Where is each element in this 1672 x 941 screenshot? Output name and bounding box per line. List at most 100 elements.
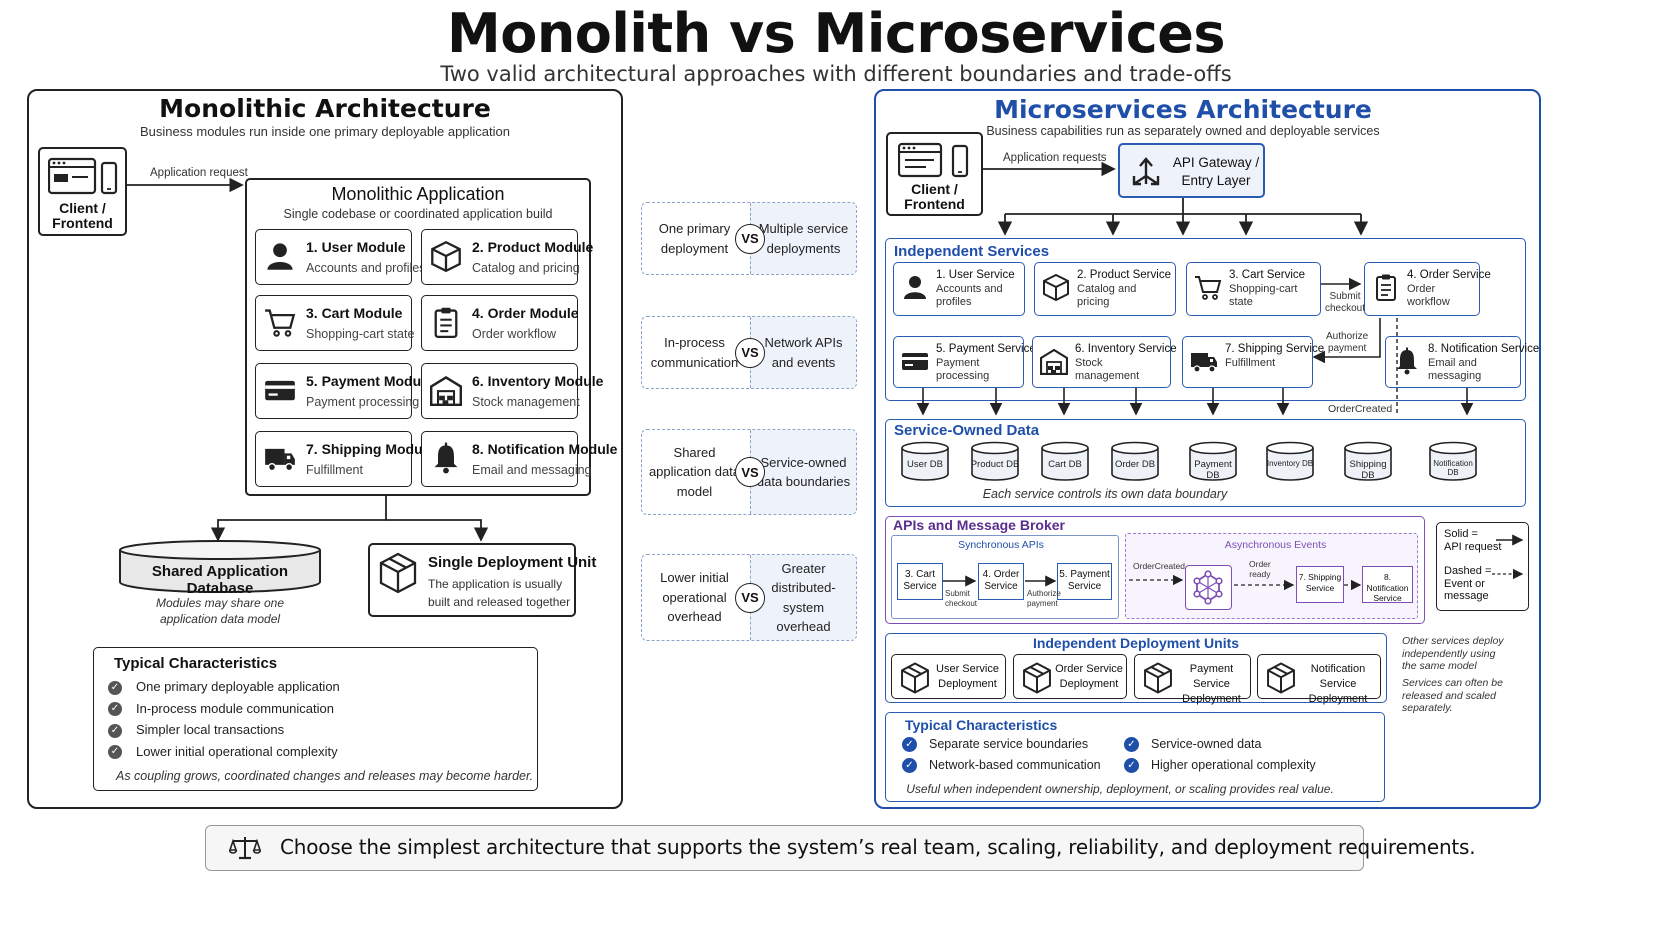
service-desc: Email and messaging <box>1428 357 1482 383</box>
monolith-subheading: Business modules run inside one primary … <box>140 124 510 139</box>
module-card[interactable]: 3. Cart Module Shopping-cart state <box>255 295 415 351</box>
check-icon: ✓ <box>1124 737 1139 753</box>
service-database: User DB <box>900 441 950 481</box>
sync-service-node[interactable]: 4. Order Service <box>978 563 1024 600</box>
app-subtitle: Single codebase or coordinated applicati… <box>283 207 553 221</box>
database-label: Cart DB <box>1048 459 1082 470</box>
characteristic-item: ✓One primary deployable application <box>108 679 340 695</box>
module-desc: Payment processing <box>306 395 420 409</box>
vs-badge: VS <box>735 223 765 254</box>
service-database: Notification DB <box>1428 441 1478 481</box>
service-card[interactable]: 5. Payment Service Payment processing <box>893 336 1036 388</box>
async-service-node[interactable]: 8. Notification Service <box>1362 566 1413 603</box>
truck-icon <box>1191 353 1217 373</box>
service-title: 3. Cart Service <box>1229 269 1306 281</box>
warehouse-icon <box>1040 348 1068 375</box>
module-title: 2. Product Module <box>472 239 594 255</box>
service-card[interactable]: 2. Product Service Catalog and pricing <box>1034 262 1176 316</box>
database-label: Notification DB <box>1433 459 1473 477</box>
module-title: 5. Payment Module <box>306 373 433 389</box>
service-card[interactable]: 8. Notification Service Email and messag… <box>1385 336 1539 388</box>
check-icon: ✓ <box>1124 758 1139 774</box>
service-card[interactable]: 6. Inventory Service Stock management <box>1032 336 1177 388</box>
module-card[interactable]: 5. Payment Module Payment processing <box>255 363 433 419</box>
comparison-monolith: Lower initial operational overhead <box>660 570 729 625</box>
data-title: Service-Owned Data <box>894 422 1040 439</box>
module-card[interactable]: 2. Product Module Catalog and pricing <box>421 229 593 285</box>
data-note: Each service controls its own data bound… <box>982 487 1228 501</box>
sync-service-node[interactable]: 5. Payment Service <box>1057 563 1112 600</box>
characteristic-item: ✓Service-owned data <box>1124 737 1261 753</box>
characteristic-item: ✓In-process module communication <box>108 701 334 717</box>
comparison-microservices: Network APIs and events <box>750 317 856 388</box>
service-database: Payment DB <box>1188 441 1238 481</box>
message-broker-hub <box>1185 565 1232 610</box>
module-card[interactable]: 1. User Module Accounts and profiles <box>255 229 426 285</box>
service-database: Product DB <box>970 441 1020 481</box>
characteristic-item: ✓Separate service boundaries <box>902 737 1088 753</box>
database-icon <box>971 441 1019 481</box>
bell-icon <box>434 442 458 474</box>
service-card[interactable]: 3. Cart Service Shopping-cart state <box>1186 262 1321 316</box>
async-title: Asynchronous Events <box>1224 539 1327 551</box>
characteristic-item: ✓Lower initial operational complexity <box>108 744 338 760</box>
characteristic-item: ✓Higher operational complexity <box>1124 758 1316 774</box>
database-label: Shipping DB <box>1349 459 1387 481</box>
sync-edge1-label: Submit checkout <box>945 589 978 608</box>
module-desc: Shopping-cart state <box>306 327 415 341</box>
database-label: User DB <box>907 459 943 470</box>
module-desc: Fulfillment <box>306 463 363 477</box>
check-icon: ✓ <box>108 702 122 717</box>
check-icon: ✓ <box>902 758 917 774</box>
page-subtitle: Two valid architectural approaches with … <box>440 62 1232 86</box>
micro-char-note: Useful when independent ownership, deplo… <box>906 782 1334 796</box>
service-card[interactable]: 1. User Service Accounts and profiles <box>893 262 1025 316</box>
characteristic-item: ✓Simpler local transactions <box>108 722 284 738</box>
deployment-unit[interactable]: User Service Deployment <box>891 654 1006 699</box>
module-card[interactable]: 6. Inventory Module Stock management <box>421 363 603 419</box>
service-card[interactable]: 4. Order Service Order workflow <box>1364 262 1491 316</box>
page-title: Monolith vs Microservices <box>447 2 1225 65</box>
comparison-card: Shared application data model Service-ow… <box>641 429 857 515</box>
sync-edge2-label: Authorize payment <box>1027 589 1061 608</box>
deployment-unit[interactable]: Order Service Deployment <box>1013 654 1127 699</box>
service-desc: Stock management <box>1075 357 1140 383</box>
sync-service-node[interactable]: 3. Cart Service <box>897 563 943 600</box>
database-icon <box>1111 441 1159 481</box>
comparison-card: In-process communication Network APIs an… <box>641 316 857 389</box>
check-icon: ✓ <box>108 680 122 695</box>
deployment-unit[interactable]: Payment Service Deployment <box>1134 654 1251 705</box>
client-label: Client / Frontend <box>52 200 113 232</box>
service-desc: Shopping-cart state <box>1229 283 1298 309</box>
card-icon <box>902 353 928 370</box>
comparison-monolith: Shared application data model <box>648 444 741 499</box>
comparison-monolith: One primary deployment <box>658 221 731 256</box>
service-desc: Payment processing <box>936 357 990 383</box>
service-desc: Catalog and pricing <box>1077 283 1137 309</box>
package-icon <box>1023 662 1051 694</box>
service-title: 6. Inventory Service <box>1075 343 1177 355</box>
module-card[interactable]: 8. Notification Module Email and messagi… <box>421 431 617 487</box>
app-title: Monolithic Application <box>331 184 505 204</box>
authorize-payment-label: Authorize payment <box>1326 331 1369 354</box>
check-icon: ✓ <box>108 723 122 738</box>
module-card[interactable]: 7. Shipping Module Fulfillment <box>255 431 434 487</box>
service-desc: Fulfillment <box>1225 357 1276 369</box>
comparison-monolith: In-process communication <box>650 335 739 370</box>
database-icon <box>1041 441 1089 481</box>
service-card[interactable]: 7. Shipping Service Fulfillment <box>1182 336 1324 388</box>
deployment-unit[interactable]: Notification Service Deployment <box>1257 654 1381 705</box>
vs-badge: VS <box>735 337 765 368</box>
client-label: Client / Frontend <box>904 181 965 213</box>
module-card[interactable]: 4. Order Module Order workflow <box>421 295 579 351</box>
api-gateway[interactable]: API Gateway / Entry Layer <box>1118 143 1265 198</box>
service-desc: Order workflow <box>1407 283 1450 309</box>
service-title: 8. Notification Service <box>1428 343 1540 355</box>
deployment-label: Payment Service Deployment <box>1182 663 1241 705</box>
service-title: 7. Shipping Service <box>1225 343 1325 355</box>
monolith-client[interactable]: Client / Frontend <box>38 147 127 236</box>
deploy-desc: The application is usually built and rel… <box>428 577 571 609</box>
micro-client[interactable]: Client / Frontend <box>886 132 983 216</box>
service-title: 5. Payment Service <box>936 343 1036 355</box>
async-service-node[interactable]: 7. Shipping Service <box>1296 566 1344 603</box>
